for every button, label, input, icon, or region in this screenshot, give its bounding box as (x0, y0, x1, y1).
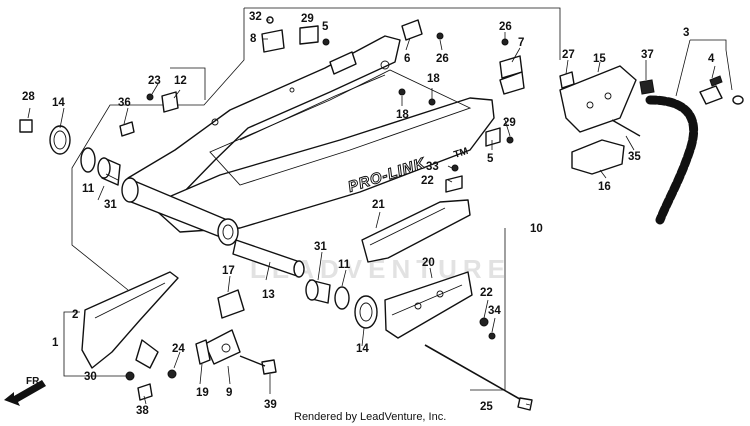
small-hardware (119, 16, 655, 401)
frame-marking-tm: TM (453, 146, 470, 161)
callout-8: 8 (250, 33, 257, 45)
callout-7: 7 (518, 37, 524, 49)
callout-34: 34 (488, 305, 501, 317)
right-bushings (305, 279, 378, 329)
callout-26-right: 26 (499, 21, 512, 33)
swingarm: PRO-LINK TM (121, 35, 495, 246)
callout-25: 25 (480, 401, 493, 413)
long-bolt (424, 344, 533, 411)
callout-22-upper: 22 (421, 175, 434, 187)
callout-13: 13 (262, 289, 275, 301)
drive-chain (645, 75, 744, 225)
callout-27: 27 (562, 49, 575, 61)
callout-33: 33 (426, 161, 439, 173)
callout-4: 4 (708, 53, 715, 65)
callout-11-right: 11 (338, 259, 351, 271)
callout-24: 24 (172, 343, 185, 355)
callout-12: 12 (174, 75, 187, 87)
credit-text: Rendered by LeadVenture, Inc. (294, 411, 446, 423)
callout-38: 38 (136, 405, 149, 417)
callout-21: 21 (372, 199, 385, 211)
direction-label: FR. (26, 376, 42, 387)
callout-16: 16 (598, 181, 611, 193)
callout-31-right: 31 (314, 241, 327, 253)
callout-3: 3 (683, 27, 689, 39)
callout-11-left: 11 (82, 183, 95, 195)
slider-block (571, 139, 625, 175)
callout-labels: 32 8 29 5 6 26 26 7 28 14 23 12 36 18 18… (22, 11, 715, 417)
front-direction-arrow: FR. (4, 376, 46, 406)
chain-adjuster (195, 289, 245, 365)
callout-35: 35 (628, 151, 641, 163)
callout-39: 39 (264, 399, 277, 411)
callout-28: 28 (22, 91, 35, 103)
callout-18-lower: 18 (396, 109, 409, 121)
callout-23: 23 (148, 75, 161, 87)
callout-29-top: 29 (301, 13, 314, 25)
callout-1: 1 (52, 337, 59, 349)
callout-14-left: 14 (52, 97, 65, 109)
pivot-shaft (232, 239, 305, 278)
chain-slider-plate (559, 65, 637, 133)
callout-2: 2 (72, 309, 78, 321)
chain-guide (384, 271, 473, 339)
callout-37: 37 (641, 49, 654, 61)
callout-32: 32 (249, 11, 262, 23)
callout-29-right: 29 (503, 117, 516, 129)
callout-20: 20 (422, 257, 435, 269)
callout-26-left: 26 (436, 53, 449, 65)
callout-5-top: 5 (322, 21, 329, 33)
callout-10: 10 (530, 223, 543, 235)
leader-lines (27, 19, 733, 406)
callout-19: 19 (196, 387, 209, 399)
callout-22-lower: 22 (480, 287, 493, 299)
callout-6: 6 (404, 53, 410, 65)
callout-14-right: 14 (356, 343, 369, 355)
chain-guard (81, 271, 179, 369)
callout-15: 15 (593, 53, 606, 65)
callout-17: 17 (222, 265, 235, 277)
callout-30: 30 (84, 371, 97, 383)
callout-18-upper: 18 (427, 73, 440, 85)
callout-9: 9 (226, 387, 232, 399)
callout-36: 36 (118, 97, 131, 109)
callout-31-left: 31 (104, 199, 117, 211)
callout-5-right: 5 (487, 153, 494, 165)
left-bushings (19, 119, 121, 186)
chain-slider (361, 199, 471, 263)
